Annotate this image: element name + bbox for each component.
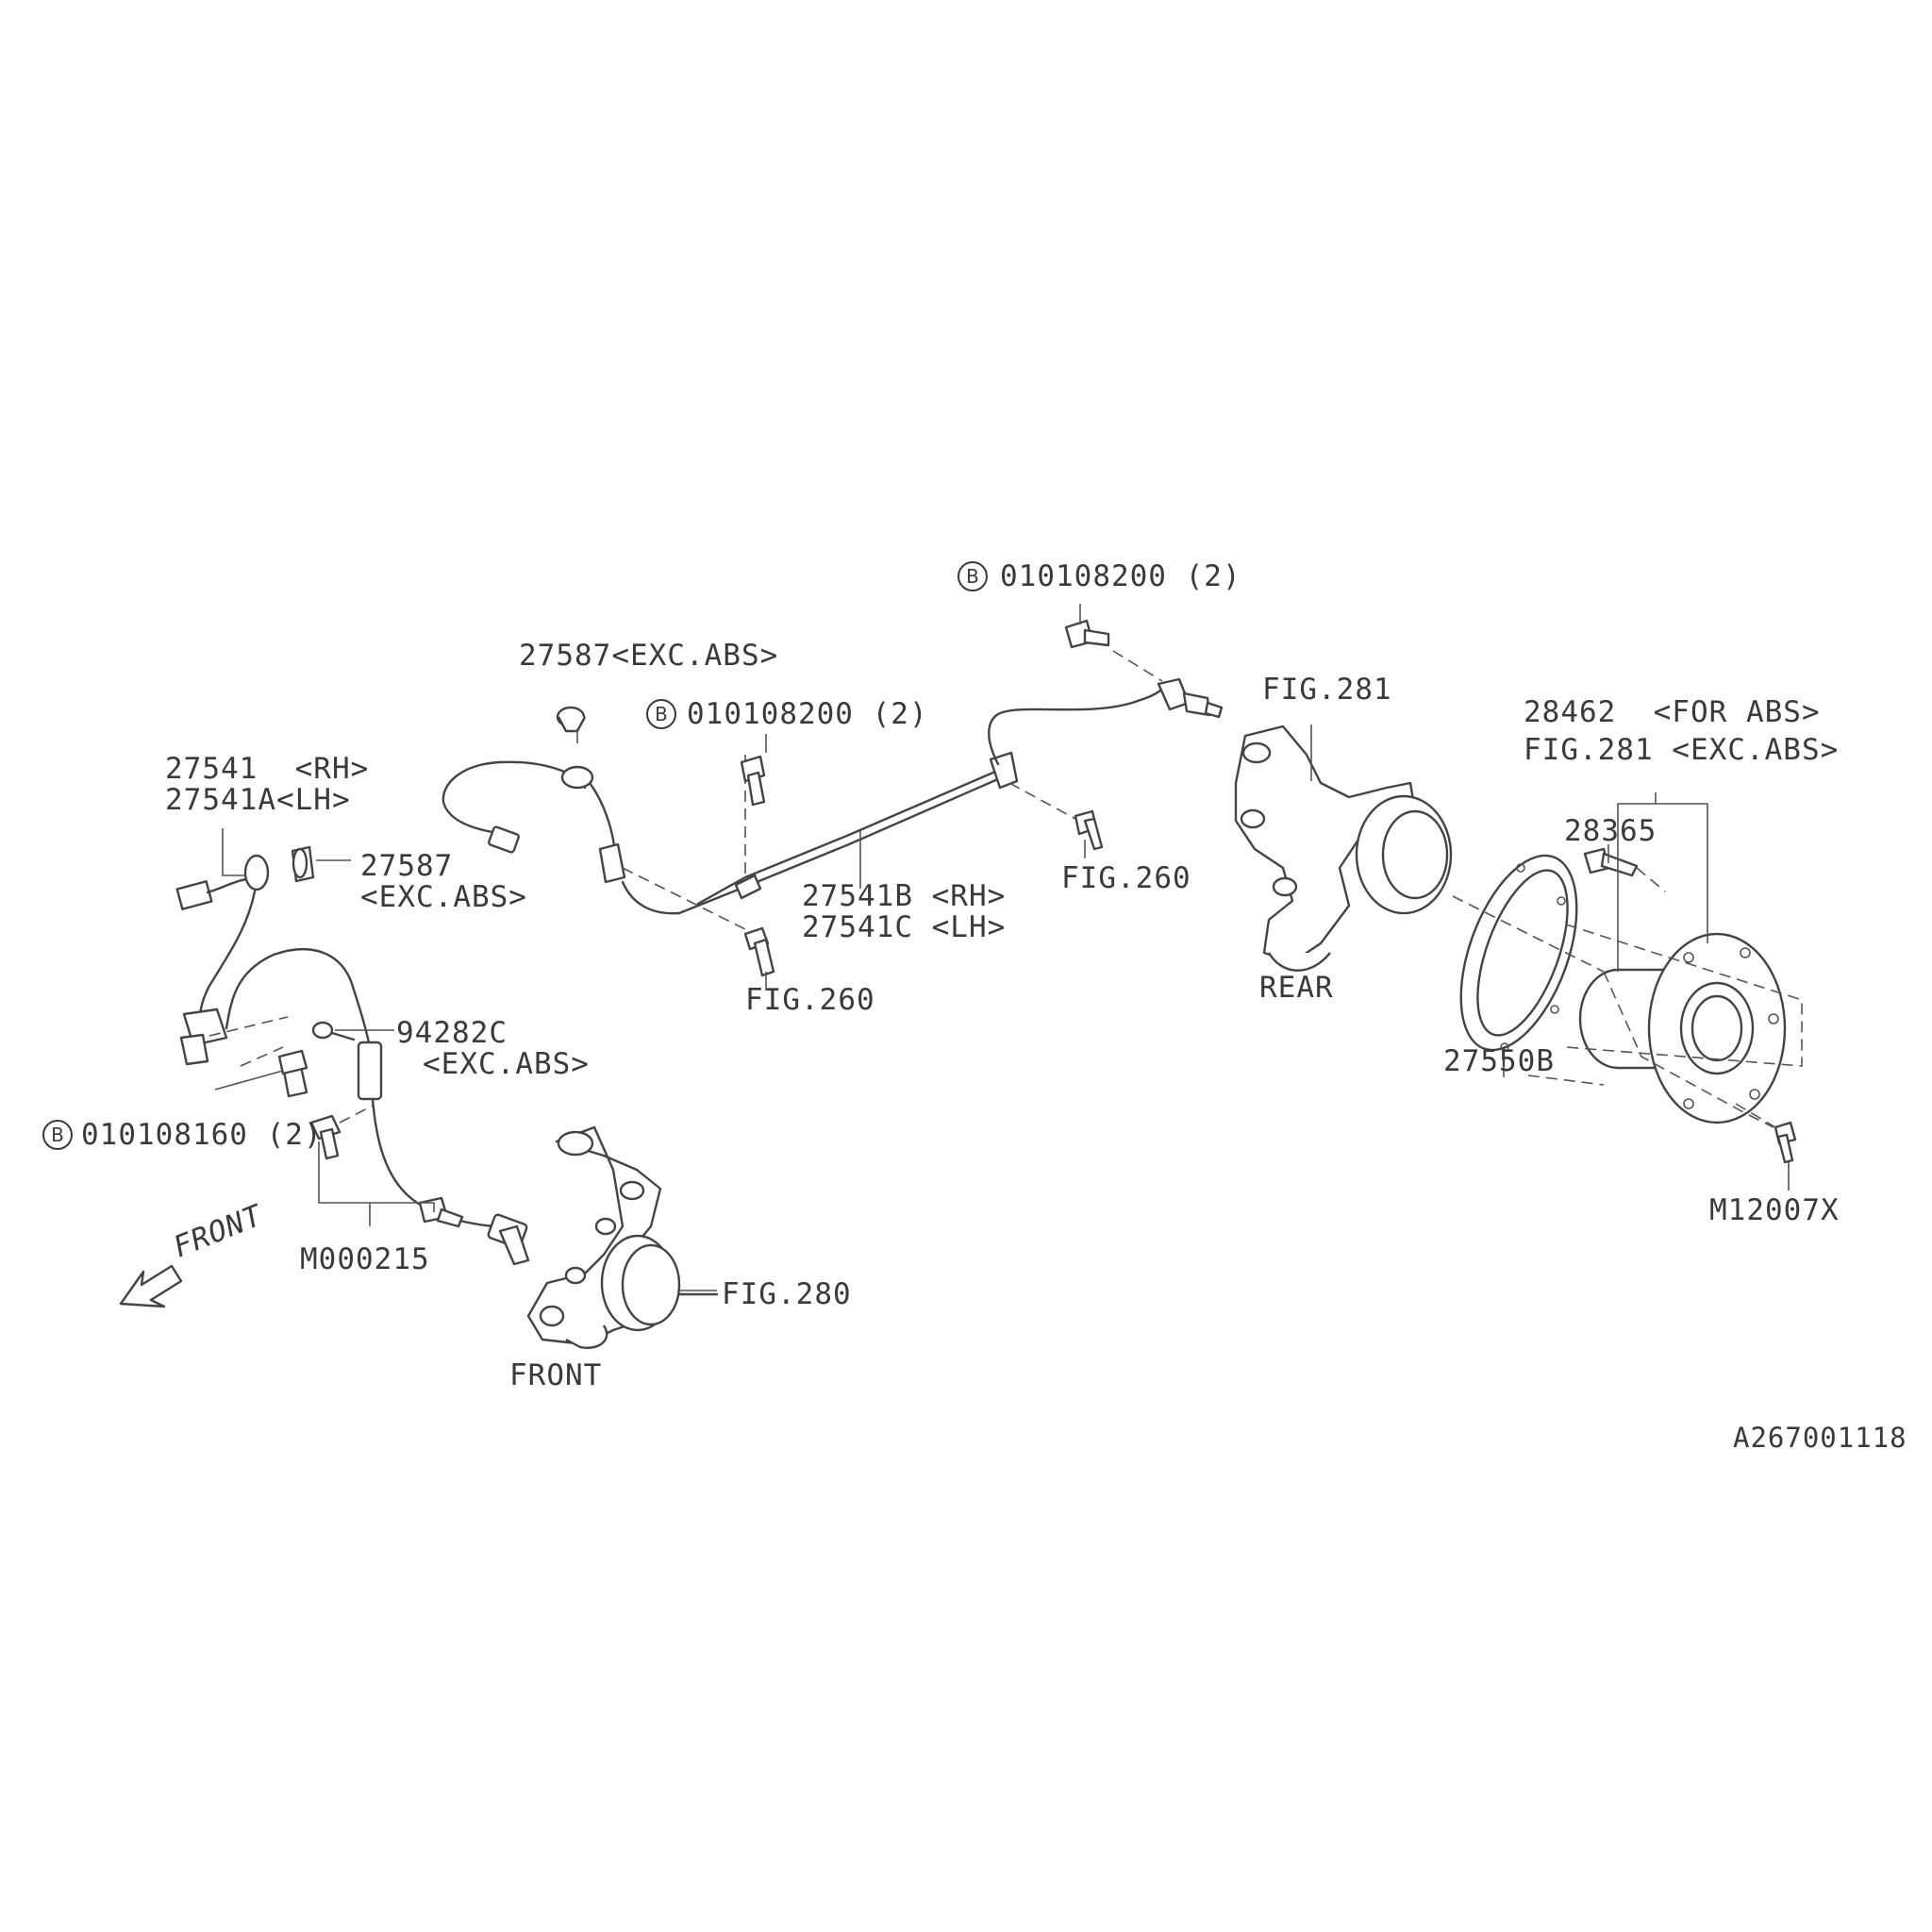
label-grommet-27587-top: 27587<EXC.ABS> <box>519 639 779 673</box>
clip-94282c <box>311 1021 356 1041</box>
label-hub-28462: 28462 <FOR ABS> <box>1524 695 1821 729</box>
tone-ring-27550b <box>1459 854 1578 1068</box>
label-fig280: FIG.280 <box>722 1277 852 1311</box>
label-grommet-27587-left-note: <EXC.ABS> <box>360 880 527 914</box>
label-grommet-27587-left: 27587 <box>360 849 454 883</box>
rear-abs-harness <box>441 650 1224 930</box>
label-fig260-right: FIG.260 <box>1061 861 1191 895</box>
label-clip-94282c: 94282C <box>396 1016 508 1050</box>
label-hub-bolt-28365: 28365 <box>1564 814 1657 848</box>
label-fig281-top: FIG.281 <box>1262 673 1392 707</box>
label-tone-ring-27550b: 27550B <box>1443 1044 1555 1078</box>
figure-id: A267001118 <box>1733 1422 1907 1454</box>
label-bolt-010108160: 010108160 (2) <box>81 1118 323 1152</box>
label-rear-knuckle: REAR <box>1259 971 1334 1005</box>
hub-28462 <box>1452 895 1803 1128</box>
label-bolt-010108200-mid: 010108200 (2) <box>687 697 928 731</box>
label-front-sensor-lh: 27541A<LH> <box>165 783 351 817</box>
label-front-knuckle: FRONT <box>509 1358 603 1392</box>
b-marker-icon: B <box>42 1120 73 1150</box>
label-fig260-mid: FIG.260 <box>745 983 875 1017</box>
label-bolt-m000215: M000215 <box>300 1242 430 1276</box>
label-hub-fig281: FIG.281 <EXC.ABS> <box>1524 733 1840 767</box>
bolt-010108200 <box>740 619 1110 977</box>
label-rear-harness-rh: 27541B <RH> <box>802 879 1007 913</box>
front-direction-arrow-icon <box>119 1264 183 1308</box>
screw-m12007x <box>1735 1103 1797 1164</box>
b-marker-icon: B <box>646 699 676 729</box>
label-front-sensor-rh: 27541 <RH> <box>165 752 370 786</box>
b-marker-icon: B <box>958 561 988 591</box>
label-rear-harness-lh: 27541C <LH> <box>802 910 1007 944</box>
rear-knuckle <box>1234 724 1453 972</box>
bolt-28365 <box>1583 847 1666 892</box>
label-screw-m12007x: M12007X <box>1709 1193 1840 1227</box>
grommet-27587 <box>291 706 587 883</box>
leader-lines <box>214 604 1790 1291</box>
front-abs-sensor-harness <box>175 854 530 1266</box>
label-bolt-010108200-top: 010108200 (2) <box>1000 559 1241 593</box>
label-clip-94282c-note: <EXC.ABS> <box>423 1047 590 1081</box>
bolt-010108160 <box>277 1049 308 1098</box>
front-knuckle <box>526 1125 719 1349</box>
